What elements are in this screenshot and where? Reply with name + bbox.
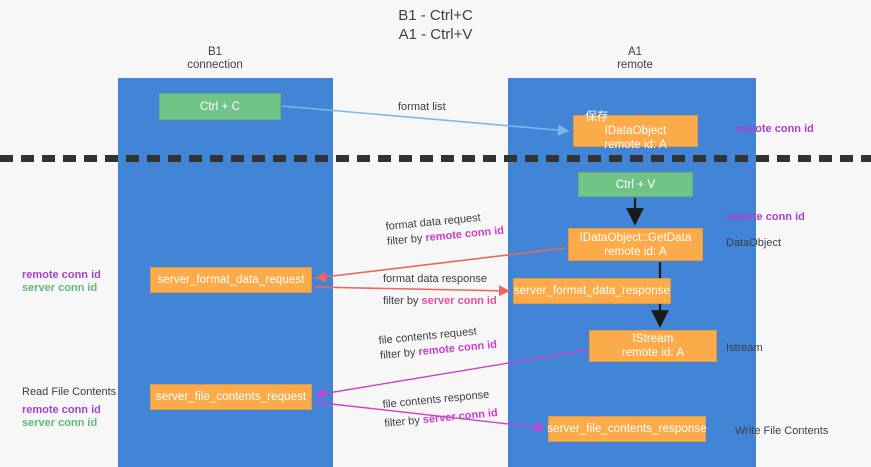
arrow-file-contents-request — [315, 349, 588, 399]
arrow-format-data-response — [313, 285, 511, 297]
annotation-remote-conn-id-upper: remote conn id — [22, 269, 101, 281]
phase-divider — [0, 155, 871, 162]
node-server-format-data-response[interactable]: server_format_data_response — [513, 278, 671, 304]
node-server-file-contents-response[interactable]: server_file_contents_response — [547, 416, 707, 442]
node-store-prefix: 保存 — [585, 111, 609, 123]
arrow-file-contents-response — [313, 401, 545, 432]
annotation-remote-conn-id-lower: remote conn id — [22, 404, 101, 416]
node-store-idataobject[interactable]: 保存 IDataObject remote id: A — [573, 111, 698, 151]
highlight-server-conn-id: server conn id — [421, 295, 497, 307]
annotation-remote-conn-id-middle: remote conn id — [726, 211, 805, 223]
arrow-format-data-request — [314, 247, 567, 283]
edge-label-format-data-response: format data response filter by server co… — [383, 272, 497, 309]
annotation-server-conn-id-lower: server conn id — [22, 417, 98, 429]
column-header-b1: B1 connection — [187, 46, 243, 71]
annotation-remote-conn-id-top: remote conn id — [735, 123, 814, 135]
column-header-a1: A1 remote — [617, 46, 653, 71]
edge-label-format-list: format list — [398, 100, 446, 115]
annotation-istream: Istream — [726, 342, 763, 354]
node-idataobject-getdata[interactable]: IDataObject::GetData remote id: A — [568, 228, 703, 261]
node-store-label: IDataObject remote id: A — [604, 125, 667, 151]
node-ctrl-v[interactable]: Ctrl + V — [578, 172, 693, 197]
edge-label-format-data-response-filter: filter by server conn id — [383, 295, 497, 307]
annotation-server-conn-id-upper: server conn id — [22, 282, 98, 294]
diagram-title: B1 - Ctrl+C A1 - Ctrl+V — [398, 7, 473, 43]
edge-label-format-list-text: format list — [398, 101, 446, 113]
node-server-file-contents-request[interactable]: server_file_contents_request — [150, 384, 312, 410]
annotation-dataobject: DataObject — [726, 237, 782, 249]
node-istream[interactable]: IStream remote id: A — [589, 330, 717, 362]
edge-label-format-data-response-text: format data response — [383, 273, 487, 285]
node-ctrl-c[interactable]: Ctrl + C — [159, 93, 281, 120]
annotation-read-file-contents: Read File Contents — [22, 386, 117, 398]
annotation-write-file-contents: Write File Contents — [735, 425, 829, 437]
node-server-format-data-request[interactable]: server_format_data_request — [150, 267, 312, 293]
arrow-format-list — [281, 105, 570, 136]
